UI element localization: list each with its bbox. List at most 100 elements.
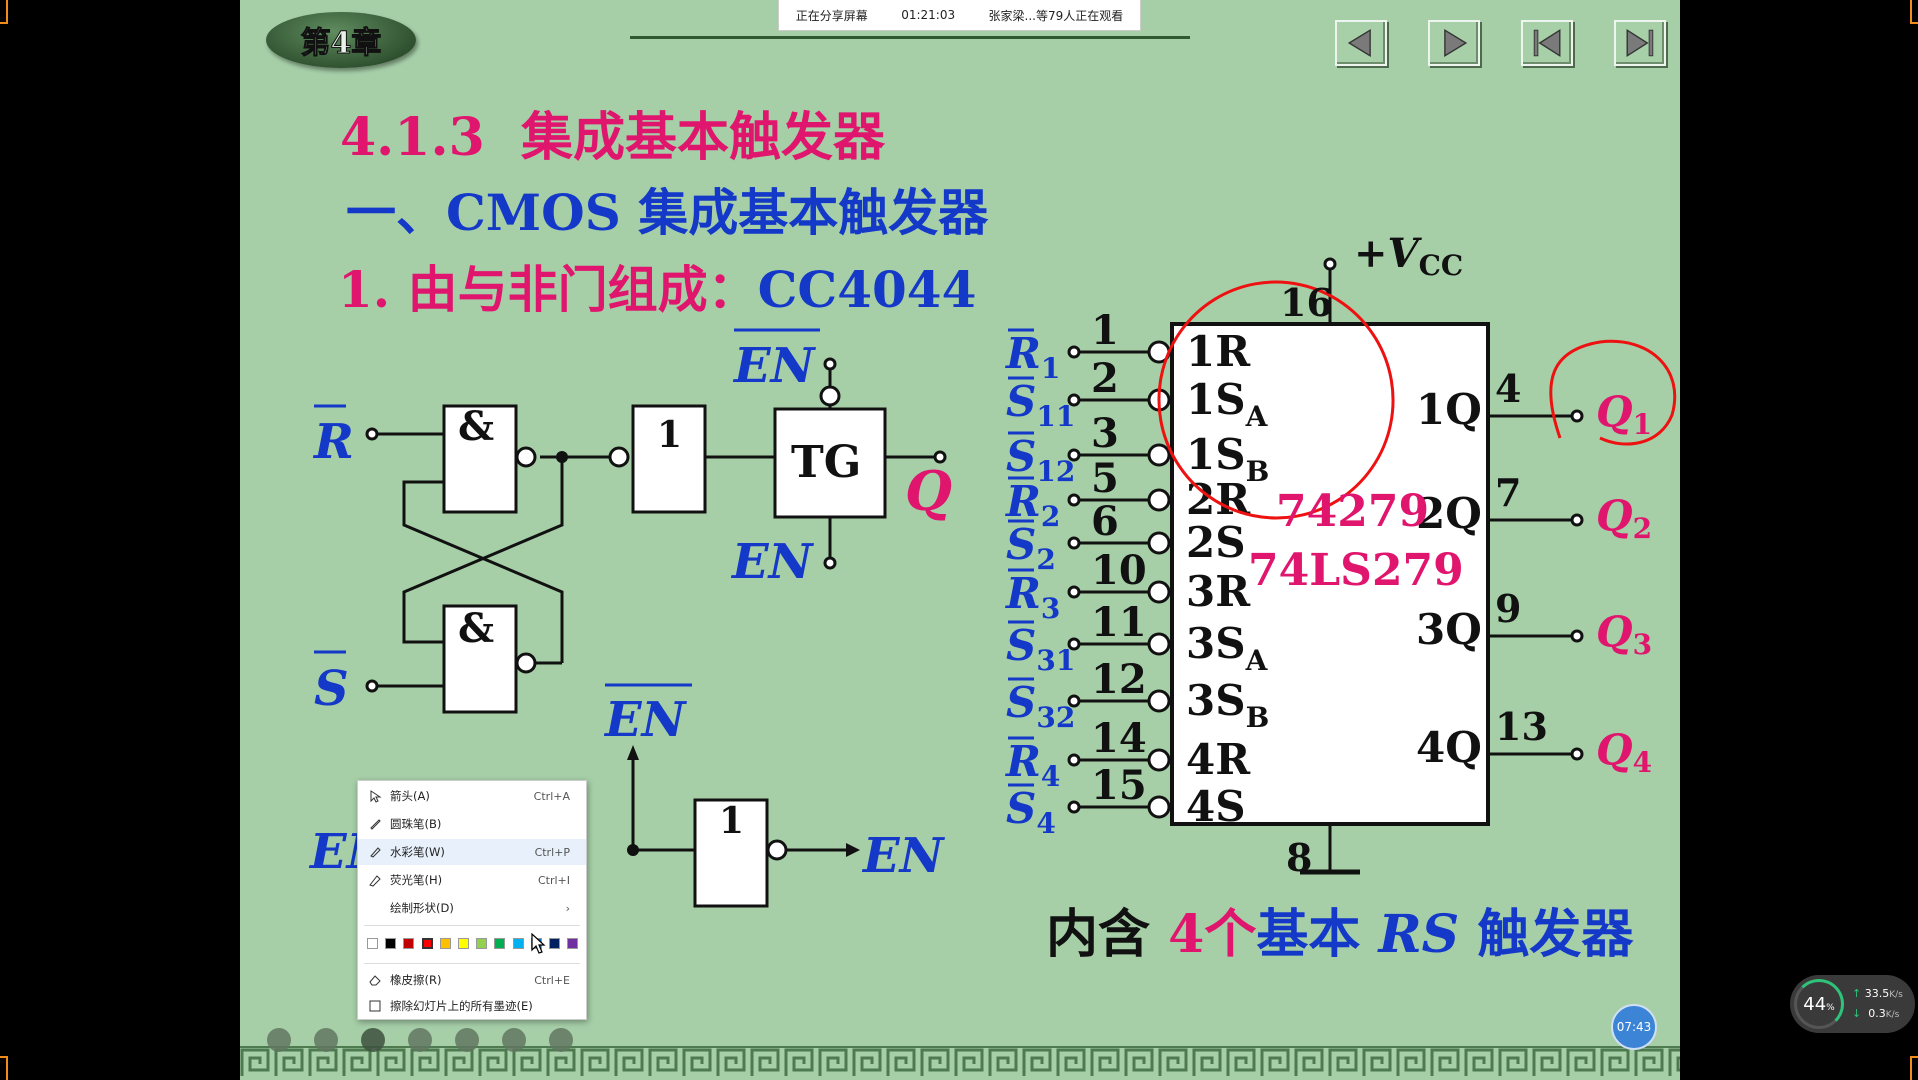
input-signal-label: S12 xyxy=(1006,432,1075,488)
presentation-timer[interactable]: 07:43 xyxy=(1611,1004,1657,1050)
ink-color-swatch[interactable] xyxy=(439,938,451,949)
clear-ink-icon xyxy=(369,1000,381,1012)
chip-input-label: 3R xyxy=(1186,567,1251,616)
ink-context-menu: 箭头(A)Ctrl+A 圆珠笔(B) 水彩笔(W)Ctrl+P 荧光笔(H)Ct… xyxy=(357,780,587,1020)
menu-item-felt-pen[interactable]: 水彩笔(W)Ctrl+P xyxy=(358,839,586,865)
input-s-bar: S xyxy=(314,661,349,717)
pin-terminal xyxy=(1067,536,1081,550)
ink-color-swatch[interactable] xyxy=(367,938,378,949)
input-signal-label: S32 xyxy=(1006,678,1075,734)
mouse-cursor-icon xyxy=(531,933,546,954)
pin-terminal xyxy=(1067,585,1081,599)
triangle-left-icon xyxy=(1347,28,1371,58)
cpu-gauge: 44% xyxy=(1794,979,1844,1029)
menu-item-clear-all-ink[interactable]: 擦除幻灯片上的所有墨迹(E) xyxy=(358,993,586,1019)
ink-color-swatch[interactable] xyxy=(458,938,469,949)
toolbar-subtitle-icon[interactable] xyxy=(502,1028,526,1052)
highlighter-icon xyxy=(369,875,381,887)
tg-en-bar: EN xyxy=(732,338,817,394)
input-r-bar: R xyxy=(312,414,354,470)
pin-number: 6 xyxy=(1091,498,1119,545)
first-slide-button[interactable] xyxy=(1521,20,1573,66)
enable-not-symbol: 1 xyxy=(719,800,744,842)
caption-c: 基本 xyxy=(1256,904,1361,965)
ink-color-swatch[interactable] xyxy=(494,938,506,949)
toolbar-camera-icon[interactable] xyxy=(455,1028,479,1052)
output-pin-number: 13 xyxy=(1495,704,1548,749)
input-bubble xyxy=(1147,689,1171,713)
menu-divider xyxy=(364,963,580,964)
ink-color-swatch[interactable] xyxy=(567,938,579,949)
ink-color-swatch[interactable] xyxy=(476,938,488,949)
toolbar-pen-icon[interactable] xyxy=(361,1028,385,1052)
input-signal-label: R1 xyxy=(1005,329,1060,385)
share-status: 正在分享屏幕 xyxy=(795,8,868,23)
enable-en-bar: EN xyxy=(603,692,688,748)
chip-output-label: 2Q xyxy=(1416,489,1482,538)
output-signal-label: Q4 xyxy=(1596,725,1652,779)
share-elapsed: 01:21:03 xyxy=(901,8,956,22)
pin-terminal xyxy=(1067,694,1081,708)
ink-color-swatch[interactable] xyxy=(403,938,415,949)
ink-color-swatch[interactable] xyxy=(549,938,560,949)
pin-terminal xyxy=(1067,448,1081,462)
cpu-unit: % xyxy=(1826,1003,1835,1013)
input-signal-label: S2 xyxy=(1006,520,1056,576)
submenu-chevron-icon: › xyxy=(565,901,570,915)
pin-terminal xyxy=(1067,753,1081,767)
nand-gate-1 xyxy=(442,404,518,514)
part-number-74279: 74279 xyxy=(1276,486,1429,537)
caption-rs: RS xyxy=(1378,904,1460,965)
output-terminal xyxy=(1570,747,1584,761)
chip-input-label: 1R xyxy=(1186,327,1251,376)
pin-terminal xyxy=(1067,637,1081,651)
item-chip: CC4044 xyxy=(757,260,977,319)
chapter-badge: 第4章 xyxy=(266,12,416,68)
part-number-74ls279: 74LS279 xyxy=(1248,545,1464,596)
cpu-usage: 44 xyxy=(1803,993,1827,1015)
chip-output-label: 3Q xyxy=(1416,605,1482,654)
menu-item-arrow[interactable]: 箭头(A)Ctrl+A xyxy=(358,783,586,809)
input-bubble xyxy=(1147,795,1171,819)
ink-color-swatch[interactable] xyxy=(512,938,524,949)
menu-item-draw-shape[interactable]: 绘制形状(D)› xyxy=(390,901,570,915)
tg-en: EN xyxy=(730,534,815,590)
input-bubble xyxy=(1147,580,1171,604)
menu-item-highlighter[interactable]: 荧光笔(H)Ctrl+I xyxy=(358,867,586,893)
vcc-label: +VCC xyxy=(1354,230,1463,282)
header-rule xyxy=(630,36,1190,39)
ink-color-swatch[interactable] xyxy=(421,938,433,949)
input-signal-label: R3 xyxy=(1005,569,1060,625)
toolbar-more-icon[interactable] xyxy=(549,1028,573,1052)
slide-footer-border xyxy=(240,1046,1680,1080)
pin-number: 11 xyxy=(1091,599,1147,646)
screen-share-bar[interactable]: 正在分享屏幕 01:21:03 张家梁...等79人正在观看 xyxy=(778,0,1141,31)
caption-a: 内含 xyxy=(1046,904,1151,965)
chip-input-label: 2R xyxy=(1186,475,1251,524)
system-monitor-widget[interactable]: 44% ↑ 33.5K/s ↓ 0.3K/s xyxy=(1790,975,1915,1033)
toolbar-next-icon[interactable] xyxy=(314,1028,338,1052)
annotation-circle-inputs xyxy=(1157,280,1395,520)
pin-number: 5 xyxy=(1091,455,1119,502)
last-slide-button[interactable] xyxy=(1614,20,1666,66)
toolbar-zoom-icon[interactable] xyxy=(408,1028,432,1052)
prev-slide-button[interactable] xyxy=(1335,20,1387,66)
pin-number: 15 xyxy=(1091,762,1147,809)
input-signal-label: S4 xyxy=(1006,784,1056,840)
corner-mark-tl xyxy=(0,0,8,24)
chip-input-label: 1SB xyxy=(1186,430,1269,488)
arrow-icon xyxy=(370,790,382,803)
menu-item-ballpoint-pen[interactable]: 圆珠笔(B) xyxy=(358,811,586,837)
ink-color-swatch[interactable] xyxy=(385,938,397,949)
pin-terminal xyxy=(1067,393,1081,407)
toolbar-prev-icon[interactable] xyxy=(267,1028,291,1052)
output-terminal xyxy=(1570,409,1584,423)
pin-number: 3 xyxy=(1091,410,1119,457)
output-signal-label: Q2 xyxy=(1596,491,1652,545)
menu-item-eraser[interactable]: 橡皮擦(R)Ctrl+E xyxy=(358,967,586,993)
next-slide-button[interactable] xyxy=(1428,20,1480,66)
tg-label: TG xyxy=(791,437,861,488)
output-pin-number: 4 xyxy=(1495,366,1521,411)
arrow-up-icon xyxy=(627,745,639,760)
